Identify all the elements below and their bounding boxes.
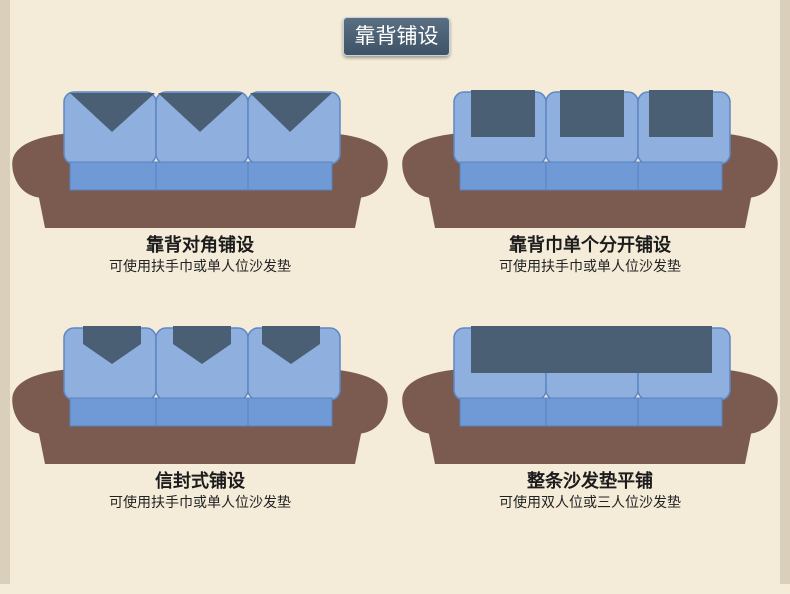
sofa-frame: [12, 369, 388, 464]
sofa-diagonal-illustration: [12, 91, 388, 228]
panel-separate: 靠背巾单个分开铺设 可使用扶手巾或单人位沙发垫: [400, 88, 780, 358]
sofa-full-illustration: [402, 326, 778, 464]
panel-title: 靠背对角铺设: [146, 235, 254, 256]
page-border-right: [780, 0, 790, 584]
page-border-left: [0, 0, 10, 584]
panel-subtitle: 可使用扶手巾或单人位沙发垫: [109, 259, 291, 275]
section-title-badge: 靠背铺设: [343, 17, 450, 56]
diagonal-back-covers: [70, 93, 332, 132]
panel-title: 信封式铺设: [155, 471, 245, 492]
panel-subtitle: 可使用扶手巾或单人位沙发垫: [109, 495, 291, 511]
panel-title: 整条沙发垫平铺: [527, 471, 653, 492]
panel-subtitle: 可使用双人位或三人位沙发垫: [499, 495, 681, 511]
panel-title: 靠背巾单个分开铺设: [509, 235, 671, 256]
sofa-frame: [402, 369, 778, 464]
sofa-frame: [402, 133, 778, 228]
separate-back-covers: [471, 90, 713, 137]
panel-diagonal: 靠背对角铺设 可使用扶手巾或单人位沙发垫: [10, 88, 390, 358]
panel-subtitle: 可使用扶手巾或单人位沙发垫: [499, 259, 681, 275]
panel-envelope: 信封式铺设 可使用扶手巾或单人位沙发垫: [10, 324, 390, 594]
sofa-frame: [12, 133, 388, 228]
panel-full: 整条沙发垫平铺 可使用双人位或三人位沙发垫: [400, 324, 780, 594]
envelope-back-covers: [83, 326, 320, 364]
sofa-envelope-illustration: [12, 326, 388, 464]
sofa-separate-illustration: [402, 90, 778, 228]
full-length-back-cover: [471, 326, 712, 373]
